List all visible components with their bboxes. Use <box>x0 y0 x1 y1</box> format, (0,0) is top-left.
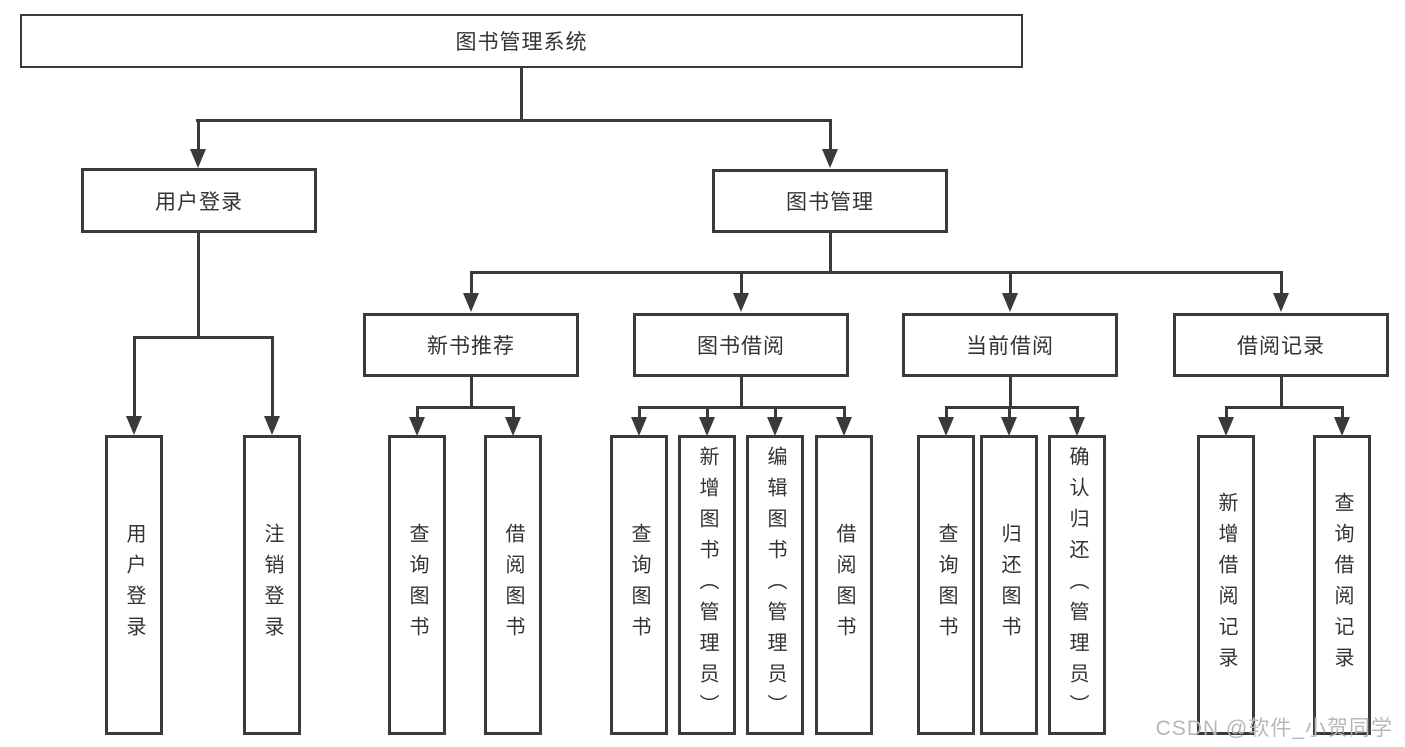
arrow-to-leaf-user-login <box>126 336 142 435</box>
arrow-to-leaf-cb-return <box>1001 406 1017 436</box>
node-user-login: 用户登录 <box>81 168 317 233</box>
leaf-bb-edit-books: 编辑图书（管理员） <box>746 435 804 735</box>
leaf-cb-return-books: 归还图书 <box>980 435 1038 735</box>
arrow-to-leaf-bb-add <box>699 406 715 436</box>
arrow-to-borrow-records <box>1273 271 1289 312</box>
connector-current-borrow-bus <box>944 406 1079 409</box>
arrow-to-leaf-nb-borrow <box>505 406 521 436</box>
arrow-to-leaf-br-add <box>1218 406 1234 436</box>
arrow-to-leaf-logout <box>264 336 280 435</box>
arrow-to-book-management <box>822 119 838 168</box>
node-new-book-recommend: 新书推荐 <box>363 313 579 377</box>
leaf-nb-borrow-books: 借阅图书 <box>484 435 542 735</box>
leaf-bb-add-books: 新增图书（管理员） <box>678 435 736 735</box>
node-current-borrow: 当前借阅 <box>902 313 1118 377</box>
connector-borrow-records-bus <box>1224 406 1344 409</box>
leaf-bb-borrow-books: 借阅图书 <box>815 435 873 735</box>
leaf-cb-confirm-return: 确认归还（管理员） <box>1048 435 1106 735</box>
connector-book-borrow-stem <box>739 376 743 409</box>
arrow-to-book-borrow <box>733 271 749 312</box>
csdn-watermark: CSDN @软件_小贺同学 <box>1155 717 1393 740</box>
node-root: 图书管理系统 <box>20 14 1023 68</box>
arrow-to-leaf-cb-confirm <box>1069 406 1085 436</box>
connector-user-login-stem <box>196 232 200 338</box>
leaf-cb-query-books: 查询图书 <box>917 435 975 735</box>
arrow-to-leaf-bb-query <box>631 406 647 436</box>
connector-new-book-stem <box>469 376 473 409</box>
connector-borrow-records-stem <box>1279 376 1283 409</box>
leaf-br-add-record: 新增借阅记录 <box>1197 435 1255 735</box>
leaf-bb-query-books: 查询图书 <box>610 435 668 735</box>
arrow-to-current-borrow <box>1002 271 1018 312</box>
connector-level2-bus <box>196 119 832 122</box>
leaf-nb-query-books: 查询图书 <box>388 435 446 735</box>
connector-root-stem <box>520 67 523 121</box>
connector-current-borrow-stem <box>1008 376 1012 409</box>
leaf-user-login: 用户登录 <box>105 435 163 735</box>
arrow-to-leaf-cb-query <box>938 406 954 436</box>
arrow-to-leaf-bb-borrow <box>836 406 852 436</box>
leaf-br-query-record: 查询借阅记录 <box>1313 435 1371 735</box>
arrow-to-leaf-br-query <box>1334 406 1350 436</box>
arrow-to-leaf-bb-edit <box>767 406 783 436</box>
connector-level3-bus <box>469 271 1283 274</box>
arrow-to-leaf-nb-query <box>409 406 425 436</box>
arrow-to-new-book-recommend <box>463 271 479 312</box>
connector-new-book-bus <box>415 406 515 409</box>
node-book-borrow: 图书借阅 <box>633 313 849 377</box>
connector-book-borrow-bus <box>637 406 846 409</box>
arrow-to-user-login <box>190 119 206 168</box>
node-book-management: 图书管理 <box>712 169 948 233</box>
connector-user-login-bus <box>132 336 274 339</box>
leaf-logout: 注销登录 <box>243 435 301 735</box>
node-borrow-records: 借阅记录 <box>1173 313 1389 377</box>
connector-book-management-stem <box>828 232 832 273</box>
